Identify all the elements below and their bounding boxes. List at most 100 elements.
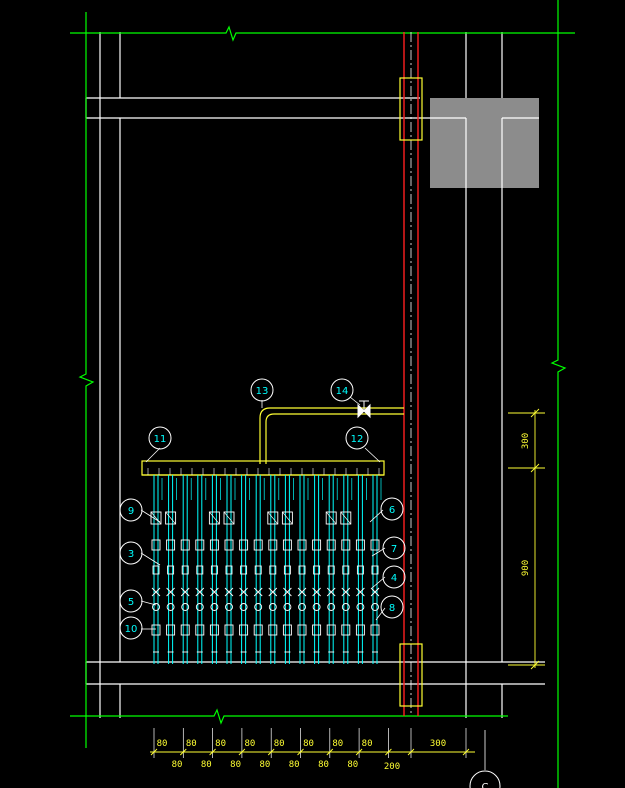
bottom-dim-tick [238,748,246,756]
balloon-11: 11 [148,426,172,450]
ball-valve-fitting [283,587,292,597]
vdim-tick-mid [530,463,540,473]
grid-lines [70,0,575,788]
union-fitting [312,539,322,551]
bottom-dim-tick [462,748,470,756]
break-line-top [70,25,575,42]
leader-3 [140,552,161,566]
union-fitting [326,539,336,551]
branch-pipes [153,475,382,664]
balloon-10-circle [119,616,143,640]
outlet-fitting [297,624,307,636]
dim-text-upper: 80 [186,739,197,749]
meter-fitting [371,603,379,611]
leader-11 [145,447,161,463]
union-fitting [282,539,292,551]
shaded-column-block [430,98,539,188]
balloon-6: 6 [380,497,404,521]
reducer-fitting [269,565,277,575]
reducer-fitting [167,565,175,575]
reducer-fitting [313,565,321,575]
dim-text-lower: 80 [347,760,358,770]
dim-text-upper: 80 [332,739,343,749]
gate-valve-fitting [150,511,162,525]
balloon-5: 5 [119,589,143,613]
bottom-dim-tick [385,748,392,756]
gate-valve-mark [223,511,235,525]
fittings [147,468,380,653]
ball-valve-fitting [195,587,205,597]
leader-6 [369,509,384,523]
riser-pipe [403,32,419,716]
balloon-9: 9 [119,498,143,522]
leader-5 [140,600,157,606]
leader-12 [364,447,381,463]
balloon-13-circle [250,378,274,402]
gate-valve-fitting [267,511,279,525]
meter-fitting [327,603,336,611]
union-fitting [355,539,365,551]
gate-valve-mark [325,511,337,525]
leader-lines [140,396,386,630]
leader-14 [349,396,361,406]
meter-fitting [268,603,277,611]
valve-body-right [363,403,371,419]
ball-valve-fitting [180,587,190,597]
ball-valve-fitting [151,587,161,597]
dim-text-lower: 80 [318,760,329,770]
balloon-14-label: 14 [336,386,349,397]
sleeves [399,77,423,707]
outlet-fitting [268,624,278,636]
balloon-6-circle [380,497,404,521]
break-line-right [550,0,567,788]
bottom-dim-tick [297,748,304,756]
gate-valve-fitting [281,511,293,525]
ball-valve-fitting [268,587,278,597]
union-fitting [195,539,205,551]
balloon-10: 10 [119,616,143,640]
axis-bubble: C [469,730,501,788]
union-fitting [370,539,380,551]
dim-text-upper: 80 [157,739,168,749]
outlet-fitting [341,624,351,636]
bottom-dim-tick [150,748,158,756]
ball-valve-fitting [224,587,234,597]
balloon-12-label: 12 [351,434,364,445]
dim-text-900-vertical: 900 [521,560,531,576]
union-fitting [224,539,234,551]
ball-valve-fitting [239,587,248,597]
outlet-fitting [180,624,190,636]
balloon-9-label: 9 [128,506,134,517]
gate-valve-mark [282,511,293,525]
gate-valve-fitting [223,511,235,525]
dim-text-upper: 80 [303,739,314,749]
reducer-fitting [254,565,262,575]
outlet-fitting [355,624,365,636]
meter-fitting [195,603,204,611]
dim-text-upper: 80 [362,739,373,749]
ball-valve-fitting [210,587,219,597]
reducer-fitting [371,565,379,575]
balloon-6-label: 6 [389,505,395,516]
dim-text-upper: 80 [274,739,285,749]
gate-valve-mark [209,511,220,525]
meter-fitting [341,603,350,611]
meter-fitting [225,603,233,611]
union-fitting [239,539,249,551]
bottom-dim-tick [179,748,187,756]
reference-balloons: 11 12 13 14 9 3 5 10 6 7 4 8 [119,378,406,640]
ball-valve-fitting [370,587,380,597]
bottom-dim-tick [407,748,415,756]
reducer-fitting [298,565,306,575]
outlet-fitting [282,624,292,636]
break-line-bottom [70,708,508,725]
balloon-3-circle [119,541,143,565]
meter-fitting [254,603,263,611]
dim-text-lower: 80 [172,760,183,770]
dim-text-lower: 80 [201,760,212,770]
balloon-7: 7 [382,536,406,560]
balloon-13: 13 [250,378,274,402]
dim-text-upper: 80 [215,739,226,749]
